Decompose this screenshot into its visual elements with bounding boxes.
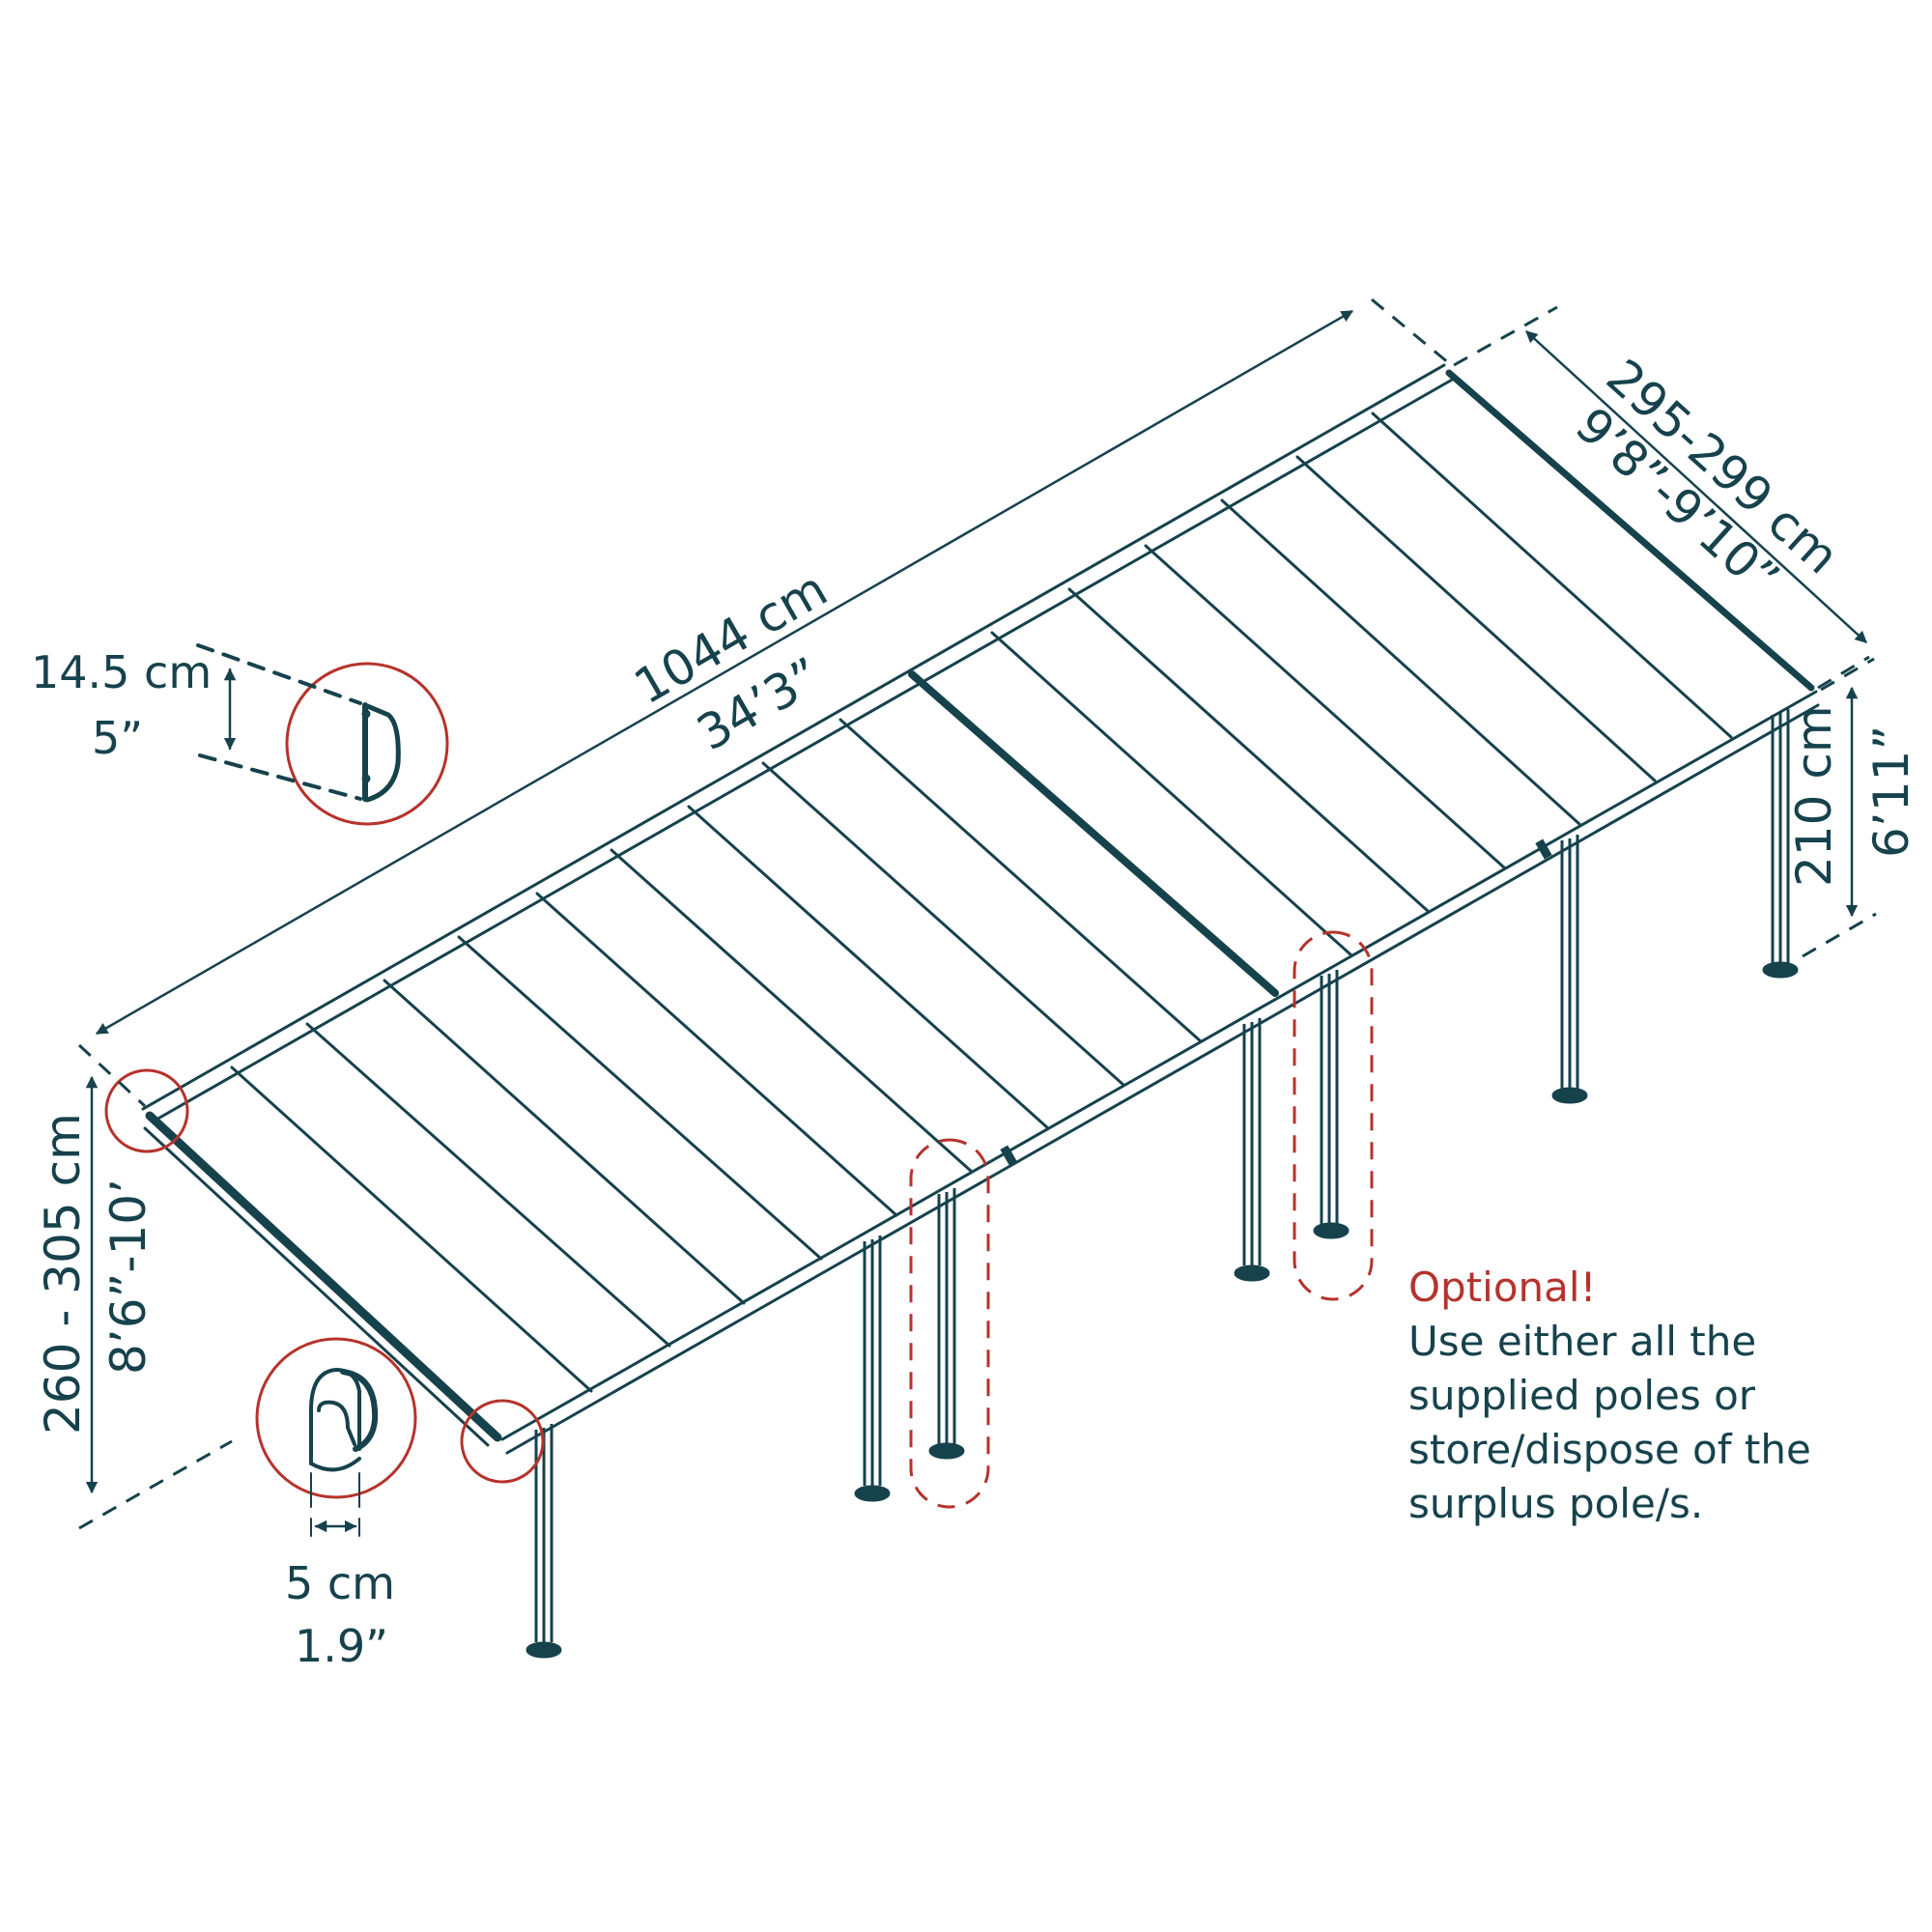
post-optional-2 <box>1313 970 1350 1239</box>
post-bracket-callout-circle <box>255 1337 417 1499</box>
post-3 <box>1234 1018 1270 1282</box>
front-height-dimension <box>1802 657 1877 958</box>
beam-profile-metric-label: 14.5 cm <box>31 646 212 698</box>
length-dimension <box>77 298 1450 1108</box>
optional-pole-capsule-1 <box>909 1138 990 1509</box>
beam-profile-detail <box>196 643 449 826</box>
post-bracket-detail <box>255 1337 417 1537</box>
note-line: Use either all the <box>1408 1318 1757 1365</box>
post-1 <box>526 1424 562 1659</box>
front-height-imperial-label: 6’11” <box>1863 725 1919 858</box>
optional-pole-capsule-2 <box>1293 930 1374 1301</box>
front-corner-highlight <box>460 1399 545 1484</box>
post-width-metric-label: 5 cm <box>285 1557 395 1609</box>
back-corner-highlight <box>104 1068 189 1153</box>
back-height-imperial-label: 8’6”-10’ <box>100 1179 156 1375</box>
beam-profile-callout-circle <box>285 662 449 826</box>
note-line: store/dispose of the <box>1408 1426 1811 1473</box>
post-optional-1 <box>928 1188 965 1460</box>
beam-profile-imperial-label: 5” <box>92 712 143 764</box>
posts <box>526 709 1799 1659</box>
post-2 <box>854 1236 891 1502</box>
note-title: Optional! <box>1408 1264 1597 1311</box>
corner-highlights <box>104 1068 545 1484</box>
front-height-metric-label: 210 cm <box>1786 705 1842 887</box>
note-line: supplied poles or <box>1408 1372 1756 1419</box>
optional-pole-highlights <box>909 930 1374 1509</box>
back-height-dimension <box>78 1075 233 1530</box>
post-width-imperial-label: 1.9” <box>295 1620 388 1672</box>
post-5 <box>1762 709 1799 979</box>
width-dimension <box>1453 305 1870 690</box>
note-line: surplus pole/s. <box>1408 1480 1704 1527</box>
back-height-metric-label: 260 - 305 cm <box>35 1113 91 1435</box>
post-4 <box>1551 835 1588 1104</box>
optional-poles-note: Optional! Use either all the supplied po… <box>1408 1261 1833 1531</box>
